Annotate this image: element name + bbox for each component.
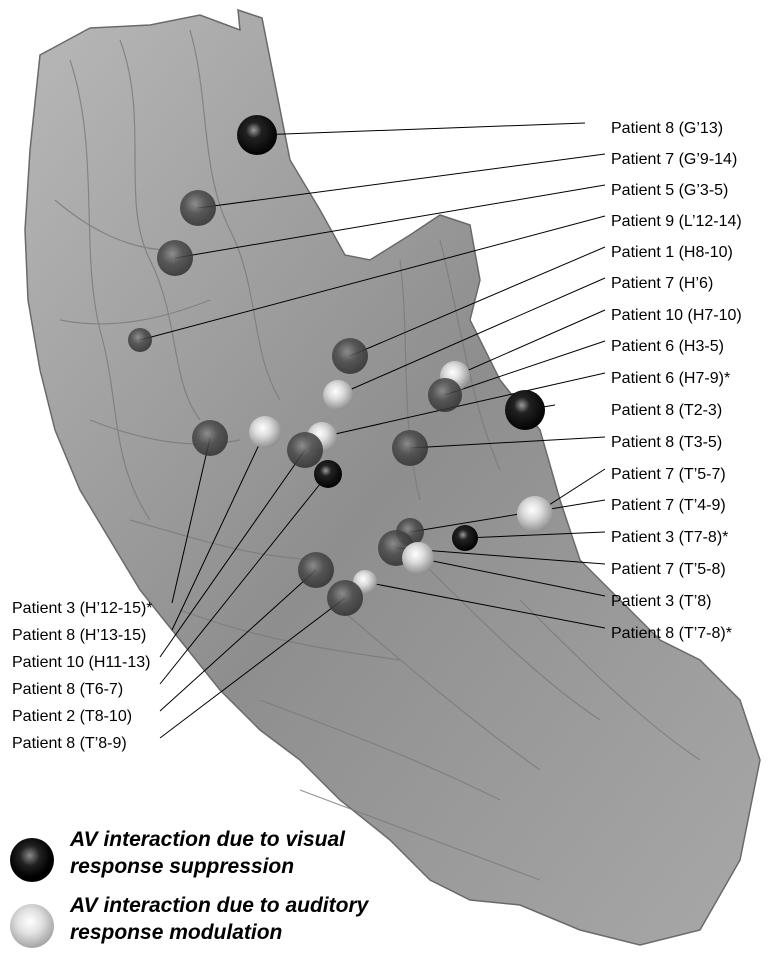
electrode-sphere-auditory xyxy=(249,416,281,448)
electrode-sphere-auditory xyxy=(517,496,553,532)
electrode-sphere-both xyxy=(287,432,323,468)
electrode-label: Patient 3 (H’12-15)* xyxy=(12,600,153,617)
electrode-label: Patient 8 (H’13-15) xyxy=(12,627,146,644)
electrode-label: Patient 6 (H7-9)* xyxy=(611,370,730,387)
electrode-sphere-visual xyxy=(237,115,277,155)
electrode-label: Patient 9 (L’12-14) xyxy=(611,213,742,230)
electrode-label: Patient 6 (H3-5) xyxy=(611,338,724,355)
legend-text-auditory: AV interaction due to auditory response … xyxy=(70,892,430,946)
electrode-label: Patient 3 (T7-8)* xyxy=(611,529,728,546)
electrode-label: Patient 8 (G’13) xyxy=(611,120,723,137)
electrode-label: Patient 7 (T’5-8) xyxy=(611,561,726,578)
electrode-sphere-both xyxy=(428,378,462,412)
electrode-label: Patient 8 (T’8-9) xyxy=(12,735,127,752)
electrode-label: Patient 8 (T2-3) xyxy=(611,402,722,419)
electrode-sphere-both xyxy=(180,190,216,226)
electrode-label: Patient 3 (T’8) xyxy=(611,593,711,610)
electrode-label: Patient 8 (T6-7) xyxy=(12,681,123,698)
light-sphere-icon xyxy=(10,904,54,948)
electrode-label: Patient 5 (G’3-5) xyxy=(611,182,728,199)
electrode-sphere-visual xyxy=(505,390,545,430)
electrode-sphere-both xyxy=(298,552,334,588)
legend-item-visual: AV interaction due to visual response su… xyxy=(10,826,410,896)
electrode-label: Patient 10 (H7-10) xyxy=(611,307,742,324)
electrode-sphere-both xyxy=(128,328,152,352)
leader-line xyxy=(257,123,585,135)
electrode-label: Patient 2 (T8-10) xyxy=(12,708,132,725)
electrode-sphere-visual xyxy=(452,525,478,551)
electrode-label: Patient 7 (T’5-7) xyxy=(611,466,726,483)
legend-text-visual: AV interaction due to visual response su… xyxy=(70,826,430,880)
electrode-sphere-both xyxy=(157,240,193,276)
electrode-label: Patient 7 (H’6) xyxy=(611,275,713,292)
electrode-label: Patient 1 (H8-10) xyxy=(611,244,733,261)
electrode-sphere-both xyxy=(192,420,228,456)
electrode-sphere-auditory xyxy=(402,542,434,574)
electrode-label: Patient 8 (T3-5) xyxy=(611,434,722,451)
black-sphere-icon xyxy=(10,838,54,882)
legend-item-auditory: AV interaction due to auditory response … xyxy=(10,892,410,962)
electrode-sphere-both xyxy=(332,338,368,374)
electrode-sphere-both xyxy=(327,580,363,616)
electrode-sphere-auditory xyxy=(323,380,353,410)
electrode-label: Patient 7 (T’4-9) xyxy=(611,497,726,514)
electrode-sphere-both xyxy=(392,430,428,466)
electrode-sphere-visual xyxy=(314,460,342,488)
electrode-label: Patient 10 (H11-13) xyxy=(12,654,150,671)
electrode-label: Patient 8 (T’7-8)* xyxy=(611,625,732,642)
electrode-label: Patient 7 (G’9-14) xyxy=(611,151,737,168)
